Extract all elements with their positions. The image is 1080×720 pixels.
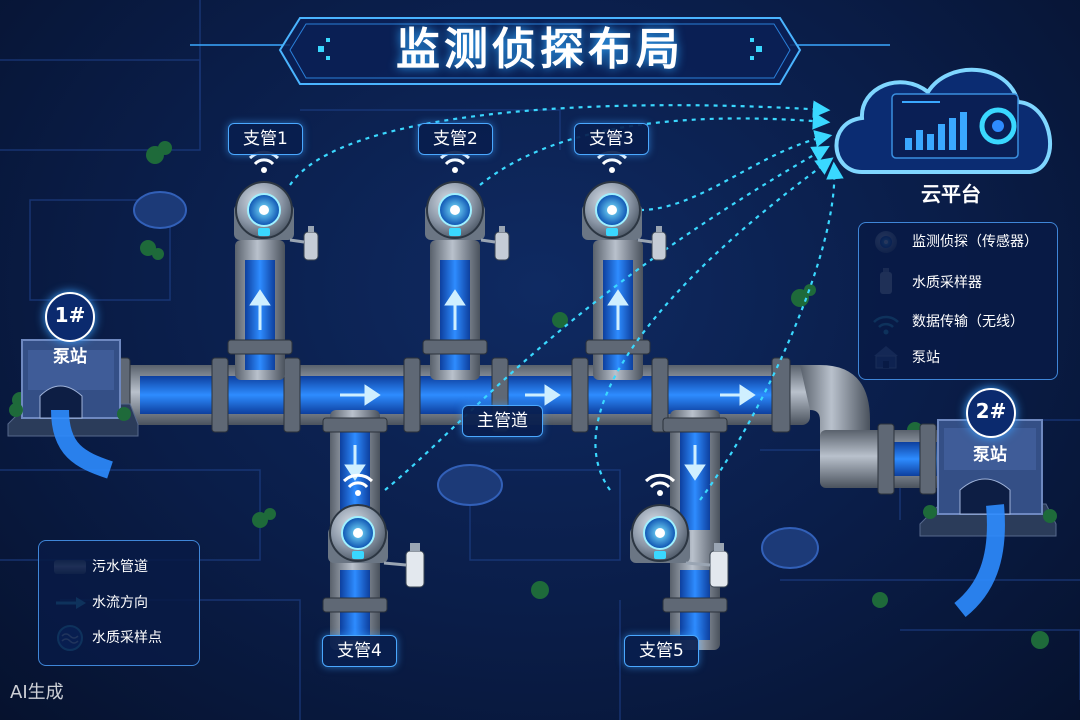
- legend-label: 数据传输（无线）: [912, 314, 1024, 330]
- sensor-icon: [582, 150, 667, 261]
- legend-devices: [858, 222, 1058, 380]
- main-pipe: [109, 357, 950, 495]
- data-links: [289, 100, 844, 501]
- flow-arrow-icon: [525, 384, 561, 406]
- flow-arrow-icon: [444, 289, 466, 330]
- pump-station-2: [919, 419, 1057, 618]
- sensor-icon: [425, 150, 510, 261]
- flow-arrow-icon: [607, 289, 629, 330]
- sensor-icon: [328, 473, 425, 588]
- page-title: 监测侦探布局: [396, 24, 684, 75]
- branch-label-2: 支管2: [418, 123, 493, 155]
- legend-label: 污水管道: [92, 559, 148, 575]
- branch-pipes: [227, 240, 728, 650]
- flow-arrow-icon: [684, 445, 706, 481]
- branch-label-1: 支管1: [228, 123, 303, 155]
- sensors: [234, 150, 729, 588]
- legend-pipes: [38, 540, 200, 666]
- cloud-platform-label: 云平台: [921, 182, 981, 206]
- flow-arrow-icon: [344, 445, 366, 481]
- flow-arrow-icon: [720, 384, 756, 406]
- branch-label-5: 支管5: [624, 635, 699, 667]
- cloud-icon: [834, 67, 1053, 174]
- title-frame: [190, 17, 890, 85]
- station-2-label: 泵站: [973, 445, 1007, 465]
- legend-label: 水流方向: [92, 595, 148, 611]
- legend-label: 水质采样点: [92, 630, 162, 646]
- branch-label-4: 支管4: [322, 635, 397, 667]
- flow-arrow-icon: [340, 384, 381, 406]
- pump-station-1: [7, 339, 139, 479]
- sensor-icon: [234, 150, 319, 261]
- station-1-number: 1#: [45, 292, 95, 342]
- legend-label: 监测侦探（传感器）: [912, 234, 1038, 250]
- legend-label: 水质采样器: [912, 275, 982, 291]
- ai-watermark: AI生成: [10, 682, 64, 703]
- legend-label: 泵站: [912, 350, 940, 366]
- flow-arrows: [249, 289, 756, 481]
- sensor-icon: [630, 473, 729, 588]
- branch-label-3: 支管3: [574, 123, 649, 155]
- manholes: [133, 191, 819, 569]
- flow-arrow-icon: [249, 289, 271, 330]
- station-1-label: 泵站: [53, 347, 87, 367]
- station-2-number: 2#: [966, 388, 1016, 438]
- main-pipe-label: 主管道: [462, 405, 543, 437]
